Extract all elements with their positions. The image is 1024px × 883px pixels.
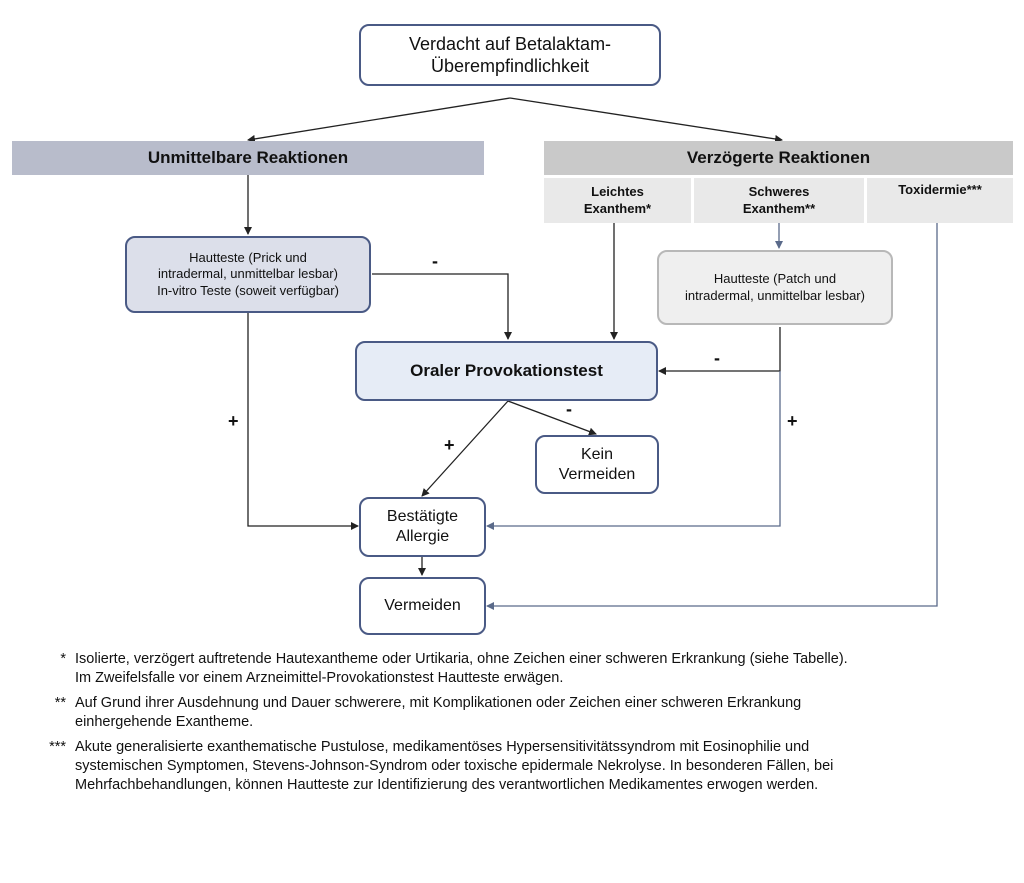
footnote-1: * Isolierte, verzögert auftretende Haute…	[0, 650, 865, 688]
flowchart: Verdacht auf Betalaktam-Überempfindlichk…	[12, 24, 1013, 635]
arrow-delayed-skintest-pos-to-allergy	[486, 371, 781, 530]
skin-tests-delayed-line1: Hautteste (Patch und	[713, 271, 837, 287]
footnote-1-mark: *	[60, 651, 66, 667]
arrow-top-to-delayed	[509, 97, 783, 143]
skin-tests-immediate-line3: In-vitro Teste (soweit verfügbar)	[157, 282, 339, 298]
footnote-3-text: Akute generalisierte exanthematische Pus…	[75, 739, 834, 793]
delayed-reactions-label: Verzögerte Reaktionen	[686, 148, 871, 167]
plus-sign-delayed-skintest: +	[787, 411, 798, 431]
plus-sign-skintest: +	[228, 411, 239, 431]
no-avoidance-label: Kein Vermeiden	[558, 445, 636, 483]
skin-tests-immediate-line1: Hautteste (Prick und	[189, 250, 307, 266]
arrow-provocation-pos-to-allergy	[421, 400, 509, 497]
skin-tests-delayed-node: Hautteste (Patch und intradermal, unmitt…	[657, 250, 893, 325]
oral-provocation-label: Oraler Provokationstest	[410, 361, 603, 381]
avoid-node: Vermeiden	[359, 577, 486, 635]
arrow-skintest-neg-to-provocation	[372, 273, 512, 340]
footnote-1-text: Isolierte, verzögert auftretende Hautexa…	[75, 651, 848, 686]
confirmed-allergy-node: Bestätigte Allergie	[359, 497, 486, 557]
flowchart-connectors	[244, 97, 938, 610]
toxidermie-label: Toxidermie***	[898, 182, 982, 197]
plus-sign-provocation: +	[444, 435, 455, 455]
no-avoidance-node: Kein Vermeiden	[535, 435, 659, 494]
severe-exanthem-cell: Schweres Exanthem**	[694, 178, 864, 223]
arrow-top-to-immediate	[247, 97, 511, 143]
immediate-reactions-label: Unmittelbare Reaktionen	[147, 148, 349, 167]
skin-tests-delayed-line2: intradermal, unmittelbar lesbar)	[685, 287, 865, 303]
minus-sign-provocation: -	[566, 399, 572, 419]
delayed-reactions-header: Verzögerte Reaktionen	[544, 141, 1013, 175]
immediate-reactions-header: Unmittelbare Reaktionen	[12, 141, 484, 175]
footnote-2-mark: **	[54, 695, 66, 711]
confirmed-allergy-label: Bestätigte Allergie	[386, 508, 459, 545]
suspicion-label: Verdacht auf Betalaktam-Überempfindlichk…	[408, 33, 612, 77]
skin-tests-immediate-node: Hautteste (Prick und intradermal, unmitt…	[125, 236, 371, 313]
arrow-toxi-to-avoid	[486, 223, 938, 610]
severe-exanthem-label: Schweres Exanthem**	[742, 183, 816, 216]
skin-tests-immediate-line2: intradermal, unmittelbar lesbar)	[158, 266, 338, 282]
arrow-skintest-pos-to-allergy	[247, 313, 359, 530]
mild-exanthem-label: Leichtes Exanthem*	[583, 183, 652, 216]
toxidermie-cell: Toxidermie***	[867, 178, 1013, 223]
footnote-3: *** Akute generalisierte exanthematische…	[0, 738, 865, 795]
oral-provocation-node: Oraler Provokationstest	[355, 341, 658, 401]
footnote-2-text: Auf Grund ihrer Ausdehnung und Dauer sch…	[75, 695, 802, 730]
footnotes: * Isolierte, verzögert auftretende Haute…	[0, 650, 1024, 801]
arrow-provocation-neg-to-no-avoidance	[507, 400, 597, 436]
avoid-label: Vermeiden	[384, 597, 461, 614]
minus-sign-skintest: -	[432, 251, 438, 271]
suspicion-node: Verdacht auf Betalaktam-Überempfindlichk…	[359, 24, 661, 86]
minus-sign-delayed-skintest: -	[714, 348, 720, 368]
footnote-3-mark: ***	[49, 739, 66, 755]
mild-exanthem-cell: Leichtes Exanthem*	[544, 178, 691, 223]
footnote-2: ** Auf Grund ihrer Ausdehnung und Dauer …	[0, 694, 865, 732]
